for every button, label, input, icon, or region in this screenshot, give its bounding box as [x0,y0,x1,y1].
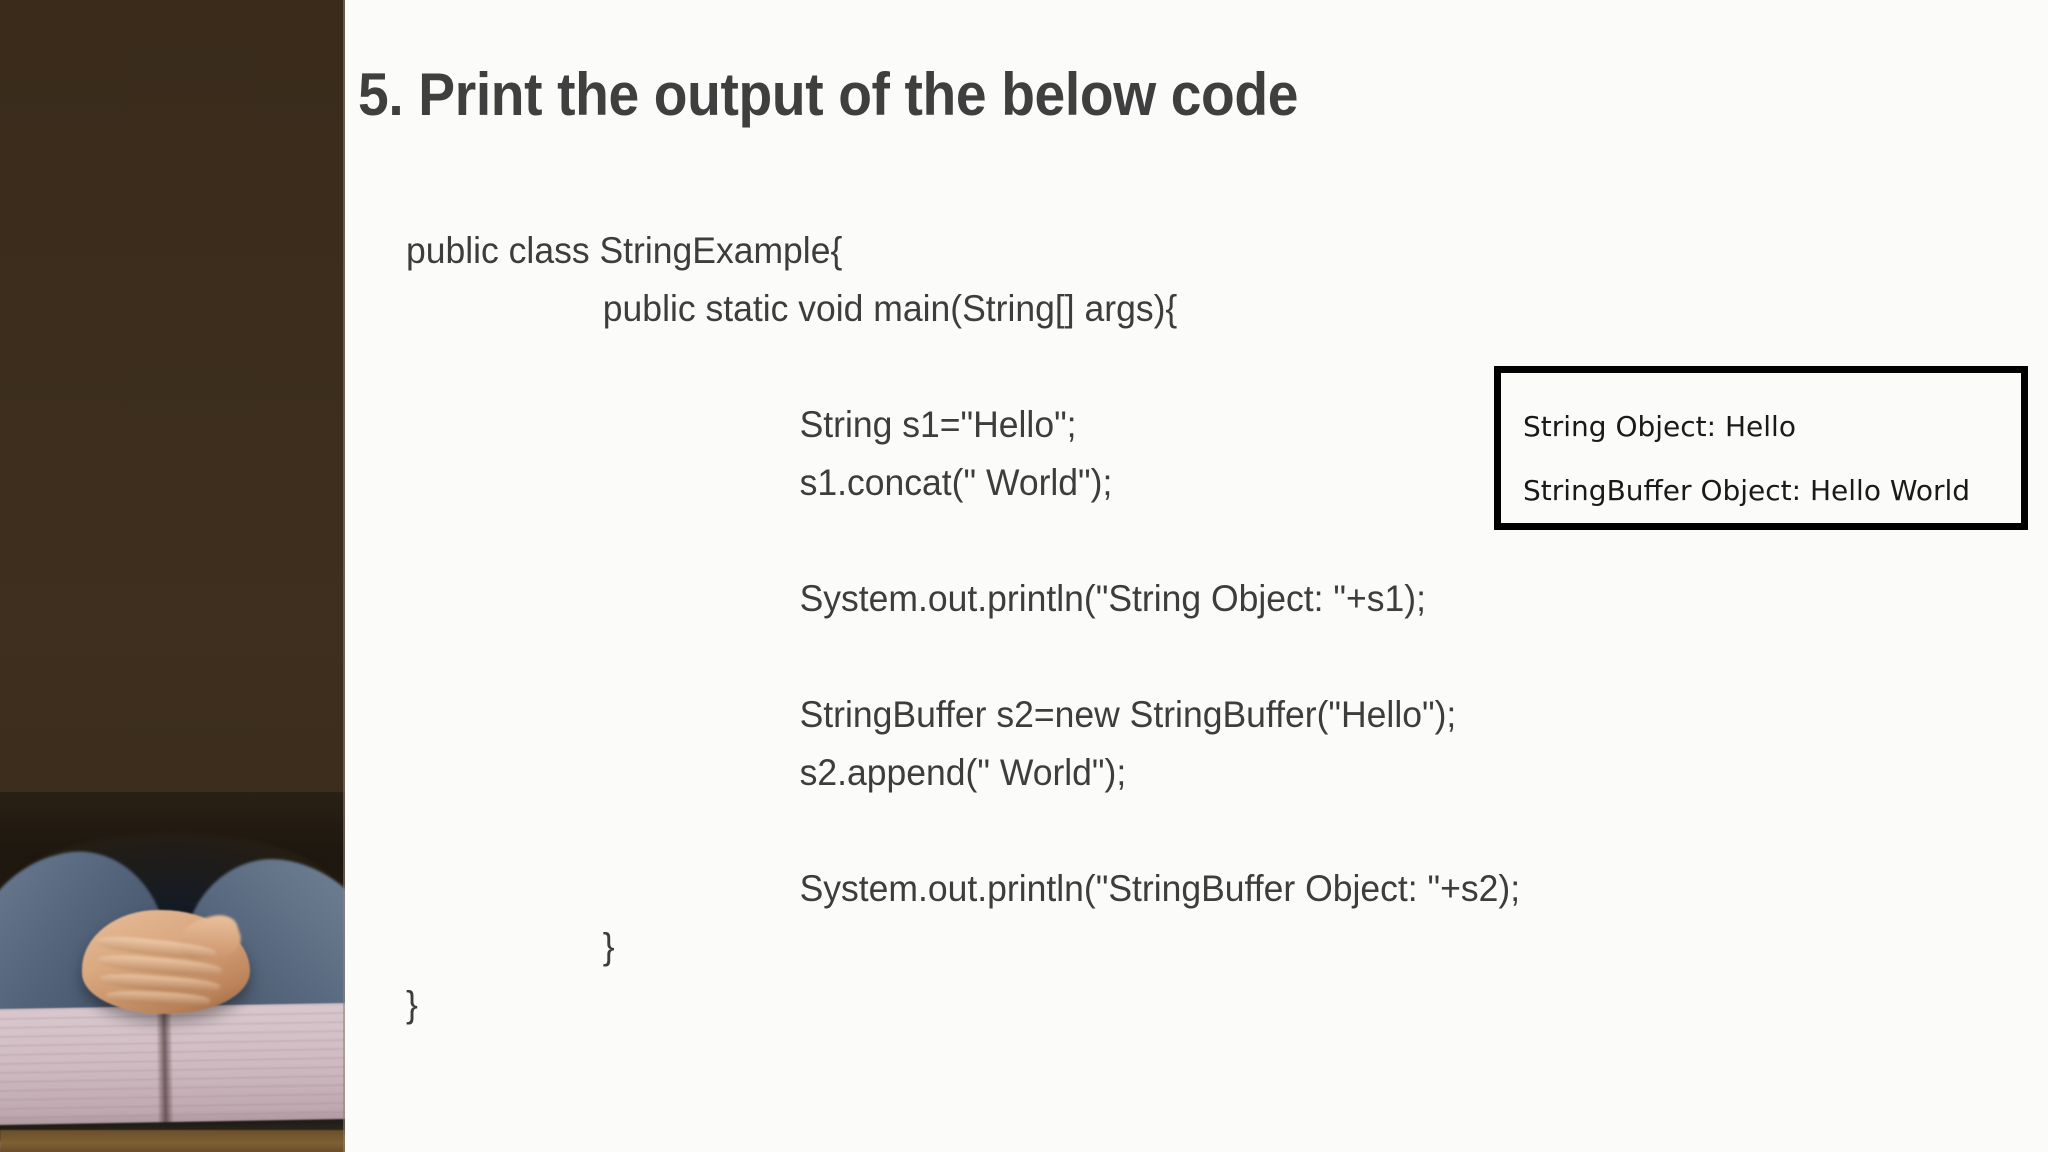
code-line: System.out.println("String Object: "+s1)… [799,578,1426,619]
code-line: } [602,926,615,967]
code-line: StringBuffer s2=new StringBuffer("Hello"… [799,694,1457,735]
hands-on-book-photo [0,792,345,1152]
finger [105,989,211,1008]
page-title: 5. Print the output of the below code [358,61,1299,128]
sidebar-image-panel [0,0,345,1152]
code-block: public class StringExample{ public static… [358,222,1942,1034]
code-line-blank [358,802,1942,860]
code-line: } [406,984,418,1025]
code-line-blank [358,628,1942,686]
code-line: public static void main(String[] args){ [602,288,1178,329]
sidebar-divider [343,0,345,1152]
code-line: s1.concat(" World"); [799,462,1113,503]
wooden-table-edge [0,1130,345,1152]
output-callout-box: String Object: Hello StringBuffer Object… [1494,366,2028,530]
code-line: System.out.println("StringBuffer Object:… [799,868,1521,909]
code-line: s2.append(" World"); [799,752,1127,793]
output-line-2: StringBuffer Object: Hello World [1523,474,1971,507]
code-line: String s1="Hello"; [799,404,1077,445]
clasped-hands [82,909,250,1014]
code-line: public class StringExample{ [406,230,843,271]
output-line-1: String Object: Hello [1523,410,1796,443]
